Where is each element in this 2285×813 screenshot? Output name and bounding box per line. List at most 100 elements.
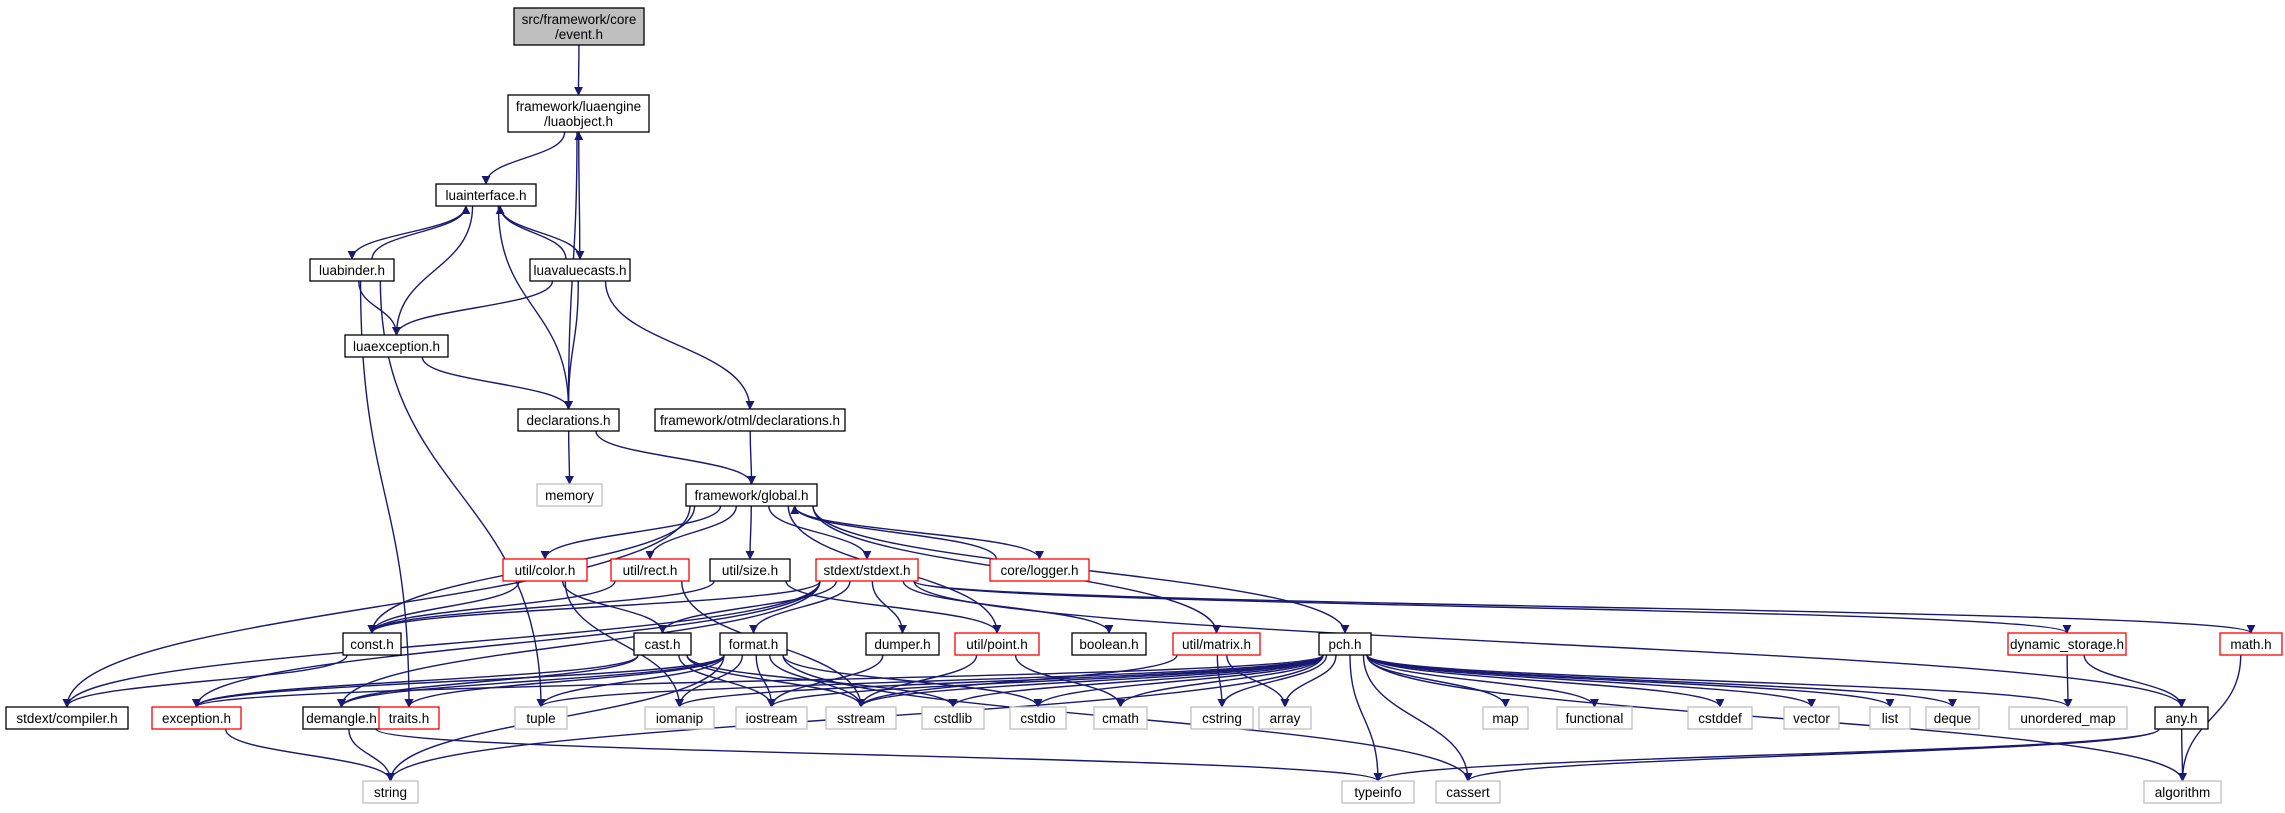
node-compiler[interactable]: stdext/compiler.h bbox=[5, 706, 129, 730]
edge-stdext-to-cast bbox=[658, 580, 838, 634]
node-label: cstdlib bbox=[934, 711, 972, 726]
edge-pch-to-list bbox=[1366, 654, 1895, 708]
node-functional[interactable]: functional bbox=[1556, 706, 1633, 730]
node-pch[interactable]: pch.h bbox=[1318, 632, 1372, 656]
node-format[interactable]: format.h bbox=[719, 632, 788, 656]
node-luainterface[interactable]: luainterface.h bbox=[435, 183, 537, 207]
node-label: /luaobject.h bbox=[544, 114, 613, 129]
edge-cast-to-demangle bbox=[337, 654, 639, 708]
node-box bbox=[342, 632, 402, 656]
node-boolean[interactable]: boolean.h bbox=[1071, 632, 1147, 656]
node-luavaluecasts[interactable]: luavaluecasts.h bbox=[529, 258, 631, 282]
node-luaobject[interactable]: framework/luaengine/luaobject.h bbox=[507, 94, 650, 133]
node-box bbox=[1783, 706, 1840, 730]
node-string[interactable]: string bbox=[362, 780, 419, 804]
node-event[interactable]: src/framework/core/event.h bbox=[513, 7, 645, 46]
edge-pch-to-functional bbox=[1366, 654, 1599, 708]
node-rect[interactable]: util/rect.h bbox=[610, 558, 690, 582]
node-iomanip[interactable]: iomanip bbox=[644, 706, 715, 730]
node-deque[interactable]: deque bbox=[1925, 706, 1980, 730]
edge-pch-to-cstring bbox=[1217, 654, 1328, 708]
edge-global-to-size bbox=[745, 505, 755, 560]
node-exception[interactable]: exception.h bbox=[151, 706, 242, 730]
node-size[interactable]: util/size.h bbox=[709, 558, 791, 582]
node-label: cstdio bbox=[1020, 711, 1055, 726]
node-box bbox=[1435, 780, 1501, 804]
node-label: const.h bbox=[350, 637, 394, 652]
node-cast[interactable]: cast.h bbox=[633, 632, 692, 656]
node-dumper[interactable]: dumper.h bbox=[865, 632, 940, 656]
node-stdext[interactable]: stdext/stdext.h bbox=[815, 558, 919, 582]
node-label: util/matrix.h bbox=[1182, 637, 1251, 652]
edge-stdext-to-exception bbox=[192, 580, 821, 708]
edge-pch-to-cassert bbox=[1362, 654, 1473, 782]
node-math[interactable]: math.h bbox=[2219, 632, 2283, 656]
node-vector[interactable]: vector bbox=[1783, 706, 1840, 730]
node-box bbox=[1318, 632, 1372, 656]
edge-rect-to-const bbox=[367, 580, 616, 634]
edge-pch-to-cstdlib bbox=[948, 654, 1324, 708]
node-any[interactable]: any.h bbox=[2154, 706, 2209, 730]
node-memory[interactable]: memory bbox=[536, 483, 603, 507]
node-box bbox=[1009, 706, 1067, 730]
edge-declarations-to-memory bbox=[564, 430, 574, 485]
node-declarations[interactable]: declarations.h bbox=[517, 408, 620, 432]
node-typeinfo[interactable]: typeinfo bbox=[1341, 780, 1415, 804]
node-box bbox=[921, 706, 985, 730]
node-array[interactable]: array bbox=[1258, 706, 1312, 730]
node-iostream[interactable]: iostream bbox=[735, 706, 808, 730]
node-const[interactable]: const.h bbox=[342, 632, 402, 656]
node-cstdio[interactable]: cstdio bbox=[1009, 706, 1067, 730]
node-box bbox=[654, 408, 846, 432]
node-label: list bbox=[1882, 711, 1899, 726]
node-label: boolean.h bbox=[1079, 637, 1138, 652]
node-box bbox=[513, 7, 645, 46]
node-list[interactable]: list bbox=[1869, 706, 1911, 730]
node-label: string bbox=[374, 785, 407, 800]
node-label: luabinder.h bbox=[319, 263, 385, 278]
edge-stdext-to-compiler bbox=[62, 580, 821, 708]
node-tuple[interactable]: tuple bbox=[514, 706, 568, 730]
node-otmldecl[interactable]: framework/otml/declarations.h bbox=[654, 408, 846, 432]
node-cmath[interactable]: cmath bbox=[1093, 706, 1148, 730]
node-demangle[interactable]: demangle.h bbox=[302, 706, 381, 730]
node-label: luainterface.h bbox=[445, 188, 526, 203]
edge-demangle-to-string bbox=[348, 728, 395, 782]
node-logger[interactable]: core/logger.h bbox=[989, 558, 1090, 582]
edge-luabinder-to-luaexception bbox=[357, 280, 401, 336]
node-box bbox=[517, 408, 620, 432]
node-point[interactable]: util/point.h bbox=[954, 632, 1040, 656]
node-label: sstream bbox=[837, 711, 885, 726]
edge-luavaluecasts-to-luaexception bbox=[392, 280, 554, 336]
edge-format-to-exception bbox=[192, 654, 725, 708]
node-box bbox=[1869, 706, 1911, 730]
edge-exception-to-string bbox=[224, 728, 395, 782]
node-luabinder[interactable]: luabinder.h bbox=[309, 258, 395, 282]
node-label: vector bbox=[1793, 711, 1830, 726]
edge-stdext-to-dumper bbox=[871, 580, 907, 634]
node-label: declarations.h bbox=[526, 413, 610, 428]
node-luaexception[interactable]: luaexception.h bbox=[344, 334, 449, 358]
node-label: demangle.h bbox=[306, 711, 377, 726]
node-sstream[interactable]: sstream bbox=[825, 706, 897, 730]
node-box bbox=[1556, 706, 1633, 730]
node-traits[interactable]: traits.h bbox=[378, 706, 440, 730]
node-dynstorage[interactable]: dynamic_storage.h bbox=[2007, 632, 2127, 656]
edge-luavaluecasts-to-declarations bbox=[564, 280, 579, 410]
edge-format-to-tuple bbox=[536, 654, 725, 708]
node-box bbox=[514, 706, 568, 730]
node-cstddef[interactable]: cstddef bbox=[1687, 706, 1753, 730]
node-cassert[interactable]: cassert bbox=[1435, 780, 1501, 804]
node-color[interactable]: util/color.h bbox=[502, 558, 588, 582]
node-matrix[interactable]: util/matrix.h bbox=[1172, 632, 1261, 656]
node-box bbox=[2143, 780, 2222, 804]
node-label: cassert bbox=[1446, 785, 1490, 800]
node-unordered_map[interactable]: unordered_map bbox=[2008, 706, 2128, 730]
node-map[interactable]: map bbox=[1482, 706, 1529, 730]
node-cstdlib[interactable]: cstdlib bbox=[921, 706, 985, 730]
node-global[interactable]: framework/global.h bbox=[685, 483, 818, 507]
node-cstring[interactable]: cstring bbox=[1190, 706, 1254, 730]
edge-otmldecl-to-global bbox=[746, 430, 756, 485]
node-algorithm[interactable]: algorithm bbox=[2143, 780, 2222, 804]
